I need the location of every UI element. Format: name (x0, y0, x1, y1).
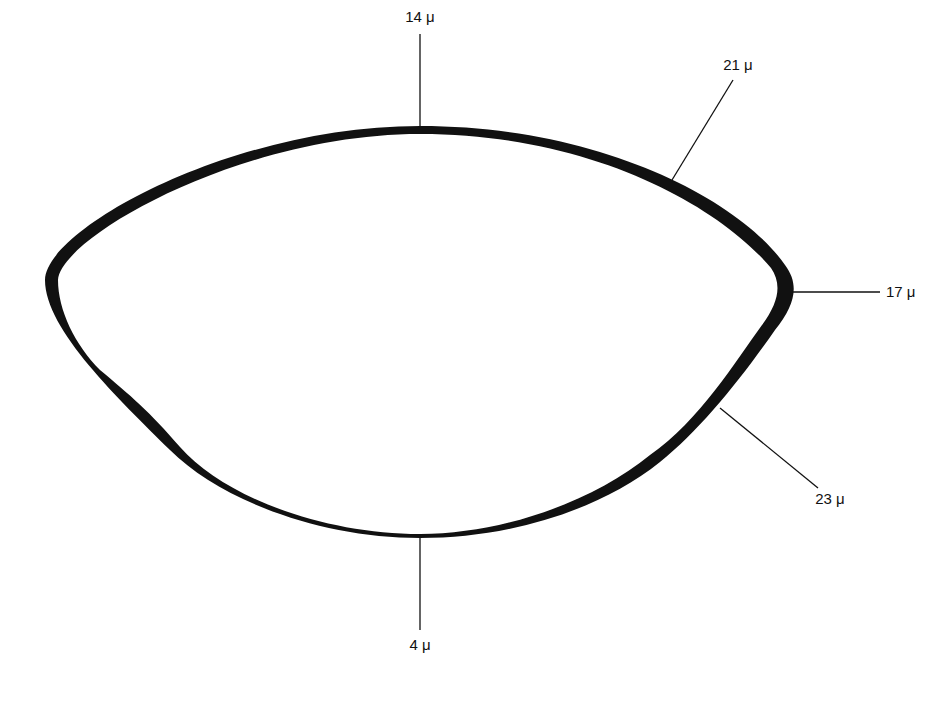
leader-lines (420, 34, 880, 630)
lumen (58, 134, 777, 534)
dimension-label: 17 μ (886, 283, 916, 301)
leader-line (720, 408, 818, 488)
leader-line (792, 291, 880, 292)
leader-line (419, 538, 420, 630)
dimension-label: 21 μ (723, 56, 753, 74)
dimension-label: 4 μ (409, 636, 430, 654)
dimension-label: 14 μ (405, 8, 435, 26)
outer-wall (45, 126, 794, 538)
leader-line (672, 80, 733, 180)
dimension-label: 23 μ (815, 490, 845, 508)
leader-line (419, 34, 420, 126)
